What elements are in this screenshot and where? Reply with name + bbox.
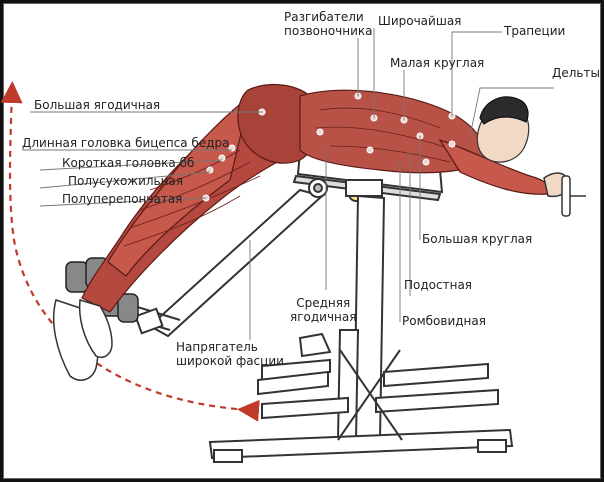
muscle-markers [202, 92, 456, 202]
label-tensor-fasciae-latae: Напрягатель широкой фасции [176, 340, 284, 368]
label-biceps-femoris-short: Короткая головка бб [62, 156, 195, 170]
label-rhomboid: Ромбовидная [402, 314, 486, 328]
leader-lines [22, 28, 554, 340]
label-infraspinatus: Подостная [404, 278, 473, 292]
label-trapezius: Трапеции [504, 24, 566, 38]
athlete-body [81, 83, 550, 313]
label-erector-spinae: Разгибатели позвоночника [284, 10, 373, 38]
hyperextension-bench [99, 150, 514, 463]
label-gluteus-maximus: Большая ягодичная [34, 98, 161, 112]
label-semimembranosus: Полуперепончатая [62, 192, 183, 206]
hand-grip [543, 172, 586, 217]
label-latissimus: Широчайшая [378, 14, 462, 28]
label-teres-minor: Малая круглая [390, 56, 485, 70]
label-deltoids: Дельты [552, 66, 600, 80]
label-biceps-femoris-long: Длинная головка бицепса бедра [22, 136, 230, 150]
label-teres-major: Большая круглая [422, 232, 533, 246]
label-gluteus-medius: Средняя ягодичная [290, 296, 357, 324]
motion-arc [0, 81, 260, 422]
athlete-feet [52, 299, 113, 381]
label-semitendinosus: Полусухожильная [68, 174, 184, 188]
